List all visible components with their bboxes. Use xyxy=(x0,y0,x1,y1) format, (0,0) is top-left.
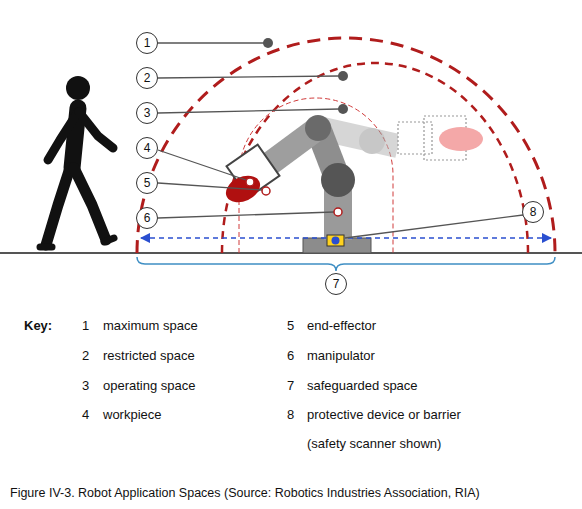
leader-dot xyxy=(263,38,273,48)
leader-dot xyxy=(338,104,348,114)
person-foot xyxy=(40,244,52,251)
person-head xyxy=(66,76,90,100)
key-text: protective device or barrier xyxy=(307,407,461,423)
leader-line xyxy=(345,215,523,238)
key-text: maximum space xyxy=(103,318,198,334)
leader-dot xyxy=(262,187,270,195)
key-number: 7 xyxy=(287,378,294,394)
person-leg xyxy=(46,168,70,245)
callout-number: 5 xyxy=(144,177,151,189)
key-text: restricted space xyxy=(103,348,195,364)
callout-circle: 6 xyxy=(136,207,158,229)
leader-line xyxy=(158,109,339,113)
leader-lines xyxy=(158,43,523,238)
callout-number: 8 xyxy=(530,206,537,218)
key-number: 2 xyxy=(82,348,89,364)
key-text: manipulator xyxy=(307,348,375,364)
leader-dot xyxy=(338,71,348,81)
callout-number: 2 xyxy=(144,72,151,84)
callout-number: 3 xyxy=(144,107,151,119)
leader-line xyxy=(158,150,246,180)
faded-joint xyxy=(359,128,385,154)
callout-circle: 2 xyxy=(136,67,158,89)
key-number: 5 xyxy=(287,318,294,334)
key-note: (safety scanner shown) xyxy=(307,436,441,452)
callout-number: 1 xyxy=(144,37,151,49)
callout-circle: 3 xyxy=(136,102,158,124)
floor-line xyxy=(0,252,582,254)
restricted-space-boundary xyxy=(222,63,528,253)
safeguarded-bracket xyxy=(137,257,555,271)
callout-number: 6 xyxy=(144,212,151,224)
callout-number: 7 xyxy=(333,278,340,290)
scanner-lens xyxy=(332,237,340,245)
person-leg xyxy=(74,168,106,240)
callout-number: 4 xyxy=(144,142,151,154)
faded-workpiece xyxy=(439,127,483,151)
maximum-space-boundary xyxy=(137,38,555,253)
key-number: 3 xyxy=(82,378,89,394)
callout-circle: 5 xyxy=(136,172,158,194)
leader-dot xyxy=(334,208,342,216)
key-number: 8 xyxy=(287,407,294,423)
person-foot xyxy=(104,238,114,242)
person-figure xyxy=(40,76,114,247)
key-number: 4 xyxy=(82,407,89,423)
shoulder-joint xyxy=(321,163,355,197)
key-number: 6 xyxy=(287,348,294,364)
leader-line xyxy=(158,212,334,218)
figure-caption: Figure IV-3. Robot Application Spaces (S… xyxy=(10,486,576,501)
key-text: safeguarded space xyxy=(307,378,418,394)
callout-circle: 7 xyxy=(325,273,347,295)
safety-scanner xyxy=(327,235,344,246)
person-arm xyxy=(48,112,78,160)
callout-circle: 4 xyxy=(136,137,158,159)
leader-dot xyxy=(246,178,254,186)
person-arm xyxy=(79,112,113,148)
leader-line xyxy=(158,42,264,43)
key-text: end-effector xyxy=(307,318,376,334)
faded-gripper xyxy=(398,122,432,154)
leader-line xyxy=(158,76,339,78)
key-heading: Key: xyxy=(24,318,52,334)
callout-circle: 1 xyxy=(136,32,158,54)
elbow-joint xyxy=(305,115,331,141)
callout-circle: 8 xyxy=(522,201,544,223)
key-text: operating space xyxy=(103,378,196,394)
key-number: 1 xyxy=(82,318,89,334)
key-text: workpiece xyxy=(103,407,162,423)
